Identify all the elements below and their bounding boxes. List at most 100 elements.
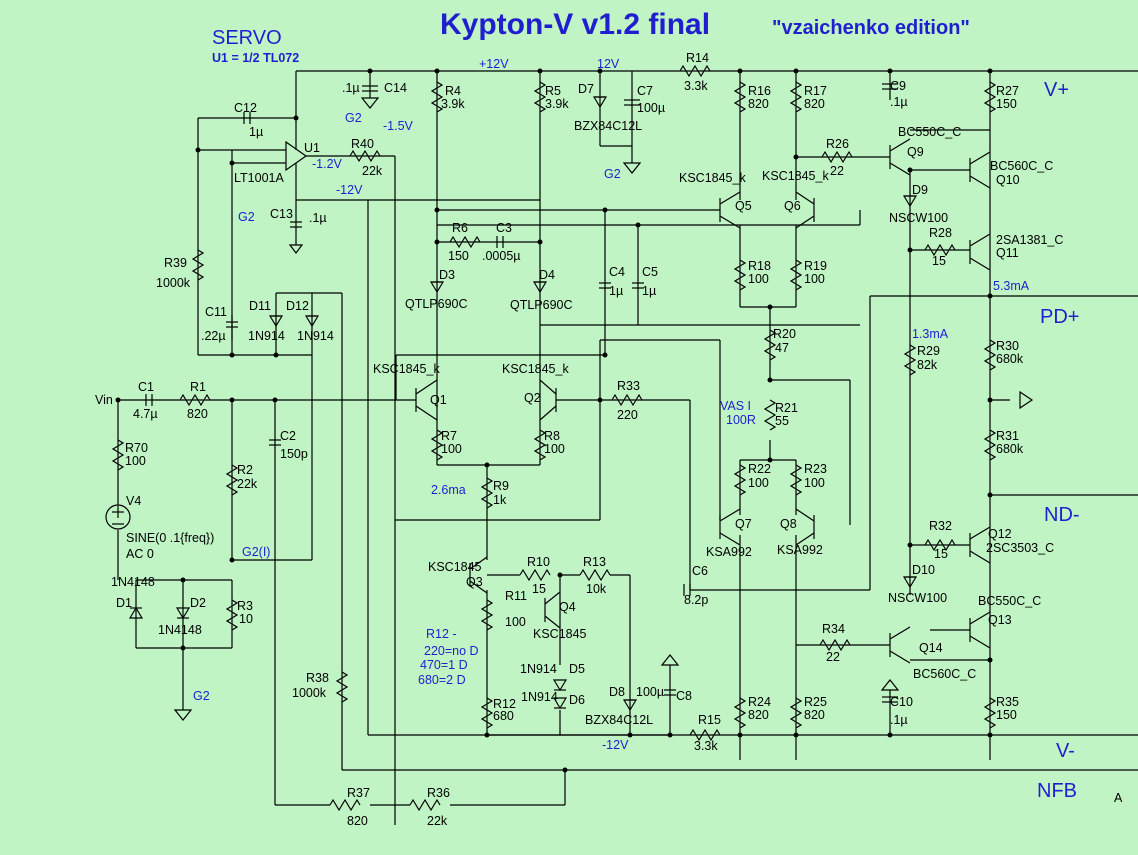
component-label: NSCW100 xyxy=(889,211,948,225)
component-label: 22 xyxy=(826,650,840,664)
component-label: D5 xyxy=(569,662,585,676)
component-label: .22µ xyxy=(201,329,226,343)
component-label: 100 xyxy=(505,615,526,629)
component-label: R20 xyxy=(773,327,796,341)
component-label: 1000k xyxy=(156,276,191,290)
component-label: Q11 xyxy=(996,246,1019,260)
component-label: D12 xyxy=(286,299,309,313)
component-label: G2 xyxy=(345,111,362,125)
component-label: Q13 xyxy=(988,613,1012,627)
component-label: 220 xyxy=(617,408,638,422)
component-label: -1.2V xyxy=(312,157,343,171)
component-label: R19 xyxy=(804,259,827,273)
component-label: R24 xyxy=(748,695,771,709)
component-label: D8 xyxy=(609,685,625,699)
component-label: D2 xyxy=(190,596,206,610)
component-label: AC 0 xyxy=(126,547,154,561)
servo-note: U1 = 1/2 TL072 xyxy=(212,51,299,65)
component-label: .1µ xyxy=(342,81,360,95)
component-label: 1N914 xyxy=(248,329,285,343)
component-label: Q4 xyxy=(559,600,576,614)
component-label: 47 xyxy=(775,341,789,355)
component-label: C3 xyxy=(496,221,512,235)
component-label: C2 xyxy=(280,429,296,443)
component-label: R9 xyxy=(493,479,509,493)
component-label: R3 xyxy=(237,599,253,613)
component-label: R17 xyxy=(804,84,827,98)
component-label: 100 xyxy=(125,454,146,468)
component-label: Q10 xyxy=(996,173,1020,187)
component-label: R35 xyxy=(996,695,1019,709)
component-label: C4 xyxy=(609,265,625,279)
component-label: KSC1845 xyxy=(533,627,587,641)
component-label: VAS I xyxy=(720,399,751,413)
component-label: Q7 xyxy=(735,517,752,531)
component-label: -12V xyxy=(336,183,363,197)
component-label: 55 xyxy=(775,414,789,428)
component-label: D3 xyxy=(439,268,455,282)
rail-label: V- xyxy=(1056,740,1075,762)
component-label: 22k xyxy=(427,814,448,828)
component-label: 820 xyxy=(187,407,208,421)
component-label: 820 xyxy=(804,708,825,722)
component-label: C1 xyxy=(138,380,154,394)
component-label: Q14 xyxy=(919,641,943,655)
component-label: 8.2p xyxy=(684,593,708,607)
component-label: 1µ xyxy=(249,125,263,139)
component-label: BC550C_C xyxy=(898,125,961,139)
component-label: 100R xyxy=(726,413,756,427)
component-label: KSC1845_k xyxy=(762,169,829,183)
component-label: BC560C_C xyxy=(913,667,976,681)
component-label: A xyxy=(1114,791,1123,805)
component-label: R22 xyxy=(748,462,771,476)
component-label: 1.3mA xyxy=(912,327,949,341)
component-label: R70 xyxy=(125,441,148,455)
component-label: Q1 xyxy=(430,393,447,407)
component-label: 1N914 xyxy=(297,329,334,343)
component-label: 1N4148 xyxy=(158,623,202,637)
component-label: R34 xyxy=(822,622,845,636)
component-label: G2 xyxy=(238,210,255,224)
component-label: R23 xyxy=(804,462,827,476)
component-label: 100 xyxy=(748,272,769,286)
component-label: C8 xyxy=(676,689,692,703)
component-label: KSC1845 xyxy=(428,560,482,574)
component-label: 100 xyxy=(544,442,565,456)
component-label: 15 xyxy=(934,547,948,561)
component-label: 680=2 D xyxy=(418,673,466,687)
component-label: Q5 xyxy=(735,199,752,213)
component-label: 2SA1381_C xyxy=(996,233,1063,247)
component-label: G2 xyxy=(193,689,210,703)
junction-dots xyxy=(115,68,993,773)
component-label: BZX84C12L xyxy=(574,119,642,133)
component-label: D7 xyxy=(578,82,594,96)
component-label: -1.5V xyxy=(383,119,414,133)
component-label: 1k xyxy=(493,493,507,507)
component-label: 100 xyxy=(804,272,825,286)
component-label: C12 xyxy=(234,101,257,115)
component-label: 100 xyxy=(804,476,825,490)
schematic-title: Kypton-V v1.2 final xyxy=(440,8,710,41)
component-label: KSA992 xyxy=(706,545,752,559)
component-label: KSC1845_k xyxy=(373,362,440,376)
servo-heading: SERVO xyxy=(212,27,282,49)
component-label: R15 xyxy=(698,713,721,727)
component-label: R37 xyxy=(347,786,370,800)
component-label: D11 xyxy=(249,299,271,313)
rail-label: V+ xyxy=(1044,79,1069,101)
rail-label: NFB xyxy=(1037,780,1077,802)
component-label: R13 xyxy=(583,555,606,569)
component-label: NSCW100 xyxy=(888,591,947,605)
component-label: R18 xyxy=(748,259,771,273)
component-label: R25 xyxy=(804,695,827,709)
component-label: R28 xyxy=(929,226,952,240)
component-label: 100 xyxy=(748,476,769,490)
component-label: Q8 xyxy=(780,517,797,531)
component-label: 1000k xyxy=(292,686,327,700)
component-label: C14 xyxy=(384,81,407,95)
component-label: R8 xyxy=(544,429,560,443)
component-label: C6 xyxy=(692,564,708,578)
component-label: R11 xyxy=(505,589,527,603)
